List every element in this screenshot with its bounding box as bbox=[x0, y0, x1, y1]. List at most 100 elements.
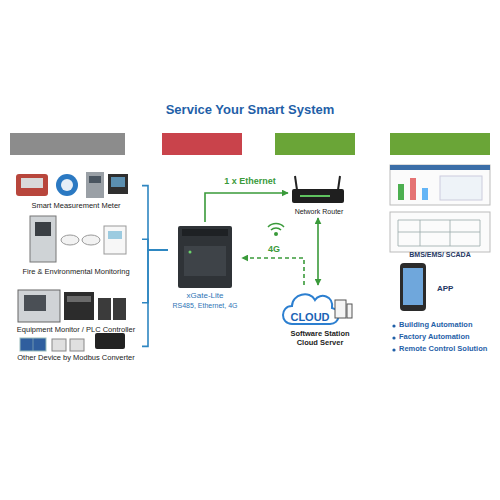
connector bbox=[142, 239, 168, 250]
connector bbox=[242, 258, 304, 285]
solar-panel bbox=[20, 338, 46, 351]
xgate-body bbox=[178, 226, 232, 288]
xgate-terminals bbox=[182, 229, 228, 236]
phone-body bbox=[400, 263, 426, 311]
din-meter bbox=[86, 172, 104, 198]
node-text: xGate-Lite bbox=[168, 291, 242, 300]
water-meter bbox=[56, 174, 78, 196]
connector bbox=[317, 218, 319, 285]
floor-plan bbox=[398, 220, 480, 246]
dashboard-screen bbox=[390, 165, 490, 205]
plc-module bbox=[98, 298, 111, 320]
plc-pictures bbox=[18, 290, 126, 322]
device-node: BMS/EMS/ SCADA bbox=[385, 163, 495, 260]
antenna-dot bbox=[274, 232, 278, 236]
plc-controller bbox=[64, 292, 94, 320]
modbus-converter bbox=[95, 333, 125, 349]
connector bbox=[205, 193, 288, 222]
edge-label: 4G bbox=[262, 244, 286, 254]
meter-body bbox=[16, 174, 48, 196]
node-text: Network Router bbox=[288, 208, 350, 216]
fire-cabinet bbox=[30, 216, 56, 262]
bullet-dot bbox=[392, 324, 395, 327]
color-bars bbox=[10, 133, 490, 155]
edge-label: 1 x Ethernet bbox=[212, 176, 288, 186]
device-node: Smart Measurement Meter bbox=[10, 168, 142, 212]
bullets bbox=[392, 324, 395, 351]
panel-grid bbox=[33, 338, 34, 351]
green-bar bbox=[390, 133, 490, 155]
wireless-icon bbox=[268, 224, 284, 236]
smoke-detector bbox=[82, 235, 100, 245]
green-bar bbox=[275, 133, 355, 155]
bullet-label: Building Automation bbox=[399, 321, 472, 330]
node-text: Other Device by Modbus Converter bbox=[10, 354, 142, 363]
router-body bbox=[292, 189, 344, 203]
smoke-detector bbox=[61, 235, 79, 245]
chart-bar bbox=[398, 184, 404, 200]
xgate-front bbox=[184, 246, 226, 276]
panel-meter bbox=[108, 174, 128, 194]
node-text: BMS/EMS/ SCADA bbox=[385, 251, 495, 259]
node-text: APP bbox=[437, 284, 473, 293]
meter-display bbox=[21, 178, 43, 188]
chart-panel bbox=[440, 176, 482, 200]
node-text: RS485, Ethernet, 4G bbox=[168, 302, 242, 310]
chart-bar bbox=[410, 178, 416, 200]
router-antenna bbox=[338, 176, 340, 190]
device-node: CLOUD Software Station Cloud Server bbox=[280, 285, 360, 351]
connector bbox=[142, 250, 168, 303]
bullet-label: Remote Control Solution bbox=[399, 345, 487, 354]
xgate-device bbox=[178, 226, 232, 288]
node-text: Smart Measurement Meter bbox=[10, 202, 142, 211]
router-picture bbox=[292, 176, 344, 203]
router-antenna bbox=[295, 176, 297, 190]
red-bar bbox=[162, 133, 242, 155]
screenshots bbox=[390, 165, 490, 252]
din-meter-display bbox=[89, 176, 101, 183]
cnc-window bbox=[24, 295, 46, 311]
cloud-picture bbox=[283, 294, 352, 324]
phone-picture bbox=[400, 263, 426, 311]
phone-screen bbox=[403, 268, 423, 305]
small-device bbox=[70, 339, 84, 351]
cnc-machine bbox=[18, 290, 60, 322]
device-node: Network Router bbox=[288, 178, 350, 218]
small-device bbox=[52, 339, 66, 351]
cabinet-screen bbox=[35, 222, 51, 236]
chart-bar bbox=[422, 188, 428, 200]
bullet-dot bbox=[392, 348, 395, 351]
device-node: Fire & Environmental Monitoring bbox=[10, 212, 142, 280]
node-text: Software Station Cloud Server bbox=[282, 330, 358, 347]
device-node: xGate-LiteRS485, Ethernet, 4G bbox=[168, 222, 242, 314]
device-node: APP bbox=[395, 262, 475, 314]
server-icon bbox=[347, 304, 352, 318]
server-icon bbox=[335, 300, 346, 318]
bullet-label: Factory Automation bbox=[399, 333, 470, 342]
panel-meter-display bbox=[111, 177, 125, 187]
other-device-pictures bbox=[20, 333, 125, 351]
fire-pictures bbox=[30, 216, 126, 262]
node-text: Fire & Environmental Monitoring bbox=[10, 268, 142, 277]
bullet-dot bbox=[392, 336, 395, 339]
dashboard-header bbox=[390, 165, 490, 170]
water-meter-dial bbox=[61, 179, 73, 191]
node-text: Equipment Monitor / PLC Controller bbox=[10, 326, 142, 335]
gray-bar bbox=[10, 133, 125, 155]
connector bbox=[142, 250, 168, 346]
device-node: Other Device by Modbus Converter bbox=[10, 336, 142, 362]
sensor-display bbox=[108, 231, 122, 239]
diagram-title: Service Your Smart System bbox=[0, 103, 500, 118]
plc-module bbox=[113, 298, 126, 320]
plc-terminals bbox=[67, 296, 91, 302]
router-leds bbox=[300, 195, 330, 197]
wifi-waves bbox=[268, 224, 284, 230]
node-text: CLOUD bbox=[282, 311, 338, 324]
scada-screen bbox=[390, 212, 490, 252]
status-led bbox=[189, 251, 192, 254]
meter-pictures bbox=[16, 172, 128, 198]
connector bbox=[142, 186, 168, 250]
